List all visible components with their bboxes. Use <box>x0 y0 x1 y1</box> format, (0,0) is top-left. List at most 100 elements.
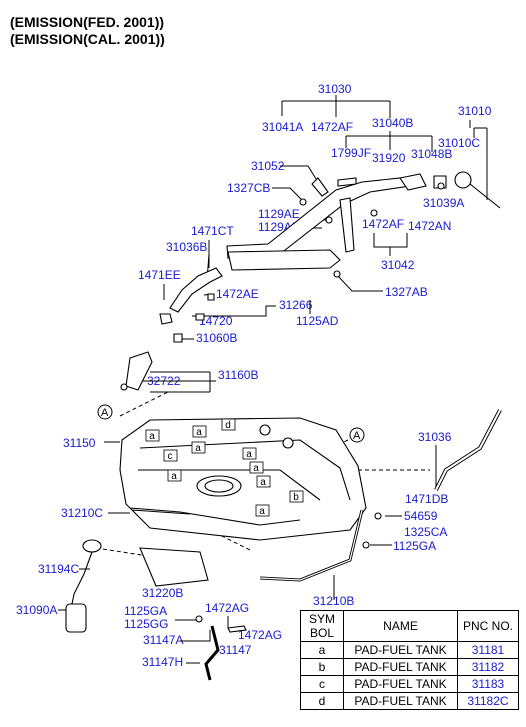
pad-letter: d <box>225 420 231 431</box>
leader-31040B <box>345 131 433 152</box>
leader-1327AB <box>336 274 383 292</box>
label-31040B[interactable]: 31040B <box>372 116 413 130</box>
pump-flange <box>204 479 234 493</box>
label-1125GG[interactable]: 1125GG <box>124 617 168 631</box>
tank-rib-1 <box>139 439 351 501</box>
leader-31052 <box>280 165 319 183</box>
label-1472AN[interactable]: 1472AN <box>408 219 451 233</box>
label-1325CA[interactable]: 1325CA <box>404 525 447 539</box>
legend-pnc[interactable]: 31182 <box>457 658 519 676</box>
legend-symbol: c <box>300 675 344 693</box>
clip-1327CB <box>299 198 307 206</box>
label-1125GA-2[interactable]: 1125GA <box>124 604 167 618</box>
legend-pnc[interactable]: 31182C <box>457 692 519 710</box>
label-31147[interactable]: 31147 <box>219 643 252 657</box>
canister-31160B <box>120 351 153 391</box>
label-31147A[interactable]: 31147A <box>143 633 183 647</box>
label-1472AE[interactable]: 1472AE <box>216 287 259 301</box>
label-54659[interactable]: 54659 <box>404 509 438 523</box>
legend-pnc[interactable]: 31183 <box>457 675 519 693</box>
clip-31052 <box>311 177 329 197</box>
label-31030[interactable]: 31030 <box>318 82 352 96</box>
label-14720[interactable]: 14720 <box>199 314 233 328</box>
clip-14720 <box>195 313 205 321</box>
label-1327CB[interactable]: 1327CB <box>227 181 270 195</box>
label-31210B[interactable]: 31210B <box>313 594 354 608</box>
legend-name: PAD-FUEL TANK <box>343 641 458 659</box>
label-1125AD[interactable]: 1125AD <box>296 314 339 328</box>
label-31147H[interactable]: 31147H <box>142 655 183 669</box>
strap-31210B-inner <box>259 509 363 581</box>
bolt-1125GA-2 <box>195 615 203 623</box>
label-31920[interactable]: 31920 <box>372 151 406 165</box>
pad-letter: a <box>149 431 155 442</box>
label-1472AF[interactable]: 1472AF <box>311 120 353 134</box>
hose-31036-inner <box>435 409 501 491</box>
callout-a-left <box>97 404 113 420</box>
pipe-31060B <box>173 333 183 343</box>
label-1472AG[interactable]: 1472AG <box>205 601 249 615</box>
clamp-1471EE <box>159 313 173 325</box>
leader-14720 <box>192 305 276 317</box>
fuel-cap <box>454 171 472 189</box>
label-1471CT[interactable]: 1471CT <box>191 224 234 238</box>
label-31052[interactable]: 31052 <box>251 159 285 173</box>
label-31194C[interactable]: 31194C <box>38 562 79 576</box>
pad-letter: a <box>171 471 177 482</box>
callout-a-right-text: A <box>353 430 361 442</box>
label-31039A[interactable]: 31039A <box>423 196 464 210</box>
label-1472AF-2[interactable]: 1472AF <box>362 217 404 231</box>
label-1471EE[interactable]: 1471EE <box>138 268 181 282</box>
label-31160B[interactable]: 31160B <box>218 368 258 382</box>
tank-seam <box>129 507 301 526</box>
label-31090A[interactable]: 31090A <box>16 603 57 617</box>
protector-31220B <box>139 547 209 587</box>
label-31042[interactable]: 31042 <box>381 258 415 272</box>
clamp-1799JF <box>337 177 357 187</box>
label-31266[interactable]: 31266 <box>279 298 313 312</box>
legend-row: c PAD-FUEL TANK 31183 <box>300 675 519 693</box>
label-31036[interactable]: 31036 <box>418 430 452 444</box>
sender-tube <box>71 551 93 605</box>
legend-header-name: NAME <box>343 610 458 642</box>
legend-name: PAD-FUEL TANK <box>343 692 458 710</box>
label-1327AB[interactable]: 1327AB <box>385 285 428 299</box>
sender-flange-31194C <box>82 539 102 553</box>
callout-a-left-text: A <box>101 407 109 419</box>
label-1799JF[interactable]: 1799JF <box>331 146 371 160</box>
clip-1327AB <box>333 270 341 278</box>
legend-name: PAD-FUEL TANK <box>343 675 458 693</box>
label-31210C[interactable]: 31210C <box>61 506 103 520</box>
label-1472AG-2[interactable]: 1472AG <box>238 628 282 642</box>
legend-header-row: SYM BOL NAME PNC NO. <box>300 610 519 642</box>
callouts-A: A A <box>97 404 365 443</box>
legend-pnc[interactable]: 31181 <box>457 641 519 659</box>
label-31010C[interactable]: 31010C <box>438 136 480 150</box>
hose-31036B <box>169 267 223 313</box>
leader-31147A <box>180 630 211 642</box>
pad-letter: a <box>196 427 202 438</box>
filler-pipe-assembly <box>159 171 501 343</box>
bolt-1129AE <box>325 216 333 224</box>
legend-header-pnc: PNC NO. <box>457 610 519 642</box>
part-labels: 31030 31010 31041A 1472AF 31040B 31010C … <box>16 82 492 669</box>
label-31036B[interactable]: 31036B <box>166 240 207 254</box>
label-1471DB[interactable]: 1471DB <box>405 492 448 506</box>
label-1125GA[interactable]: 1125GA <box>393 539 436 553</box>
label-31048B[interactable]: 31048B <box>411 147 452 161</box>
label-1129AE[interactable]: 1129AE <box>258 207 300 221</box>
label-31010[interactable]: 31010 <box>458 104 492 118</box>
bracket-31042 <box>339 197 355 253</box>
label-31060B[interactable]: 31060B <box>196 331 237 345</box>
leader-31010 <box>469 120 488 200</box>
label-31150[interactable]: 31150 <box>63 436 96 450</box>
pad-letter: c <box>168 451 173 462</box>
nut-54659 <box>374 512 382 520</box>
pad-markers: a a a d c a a a a b a <box>145 418 304 517</box>
pad-letter: a <box>246 449 252 460</box>
legend-row: a PAD-FUEL TANK 31181 <box>300 641 519 659</box>
label-31220B[interactable]: 31220B <box>142 586 183 600</box>
heading-fed: (EMISSION(FED. 2001)) <box>10 14 165 30</box>
label-31041A[interactable]: 31041A <box>262 120 303 134</box>
